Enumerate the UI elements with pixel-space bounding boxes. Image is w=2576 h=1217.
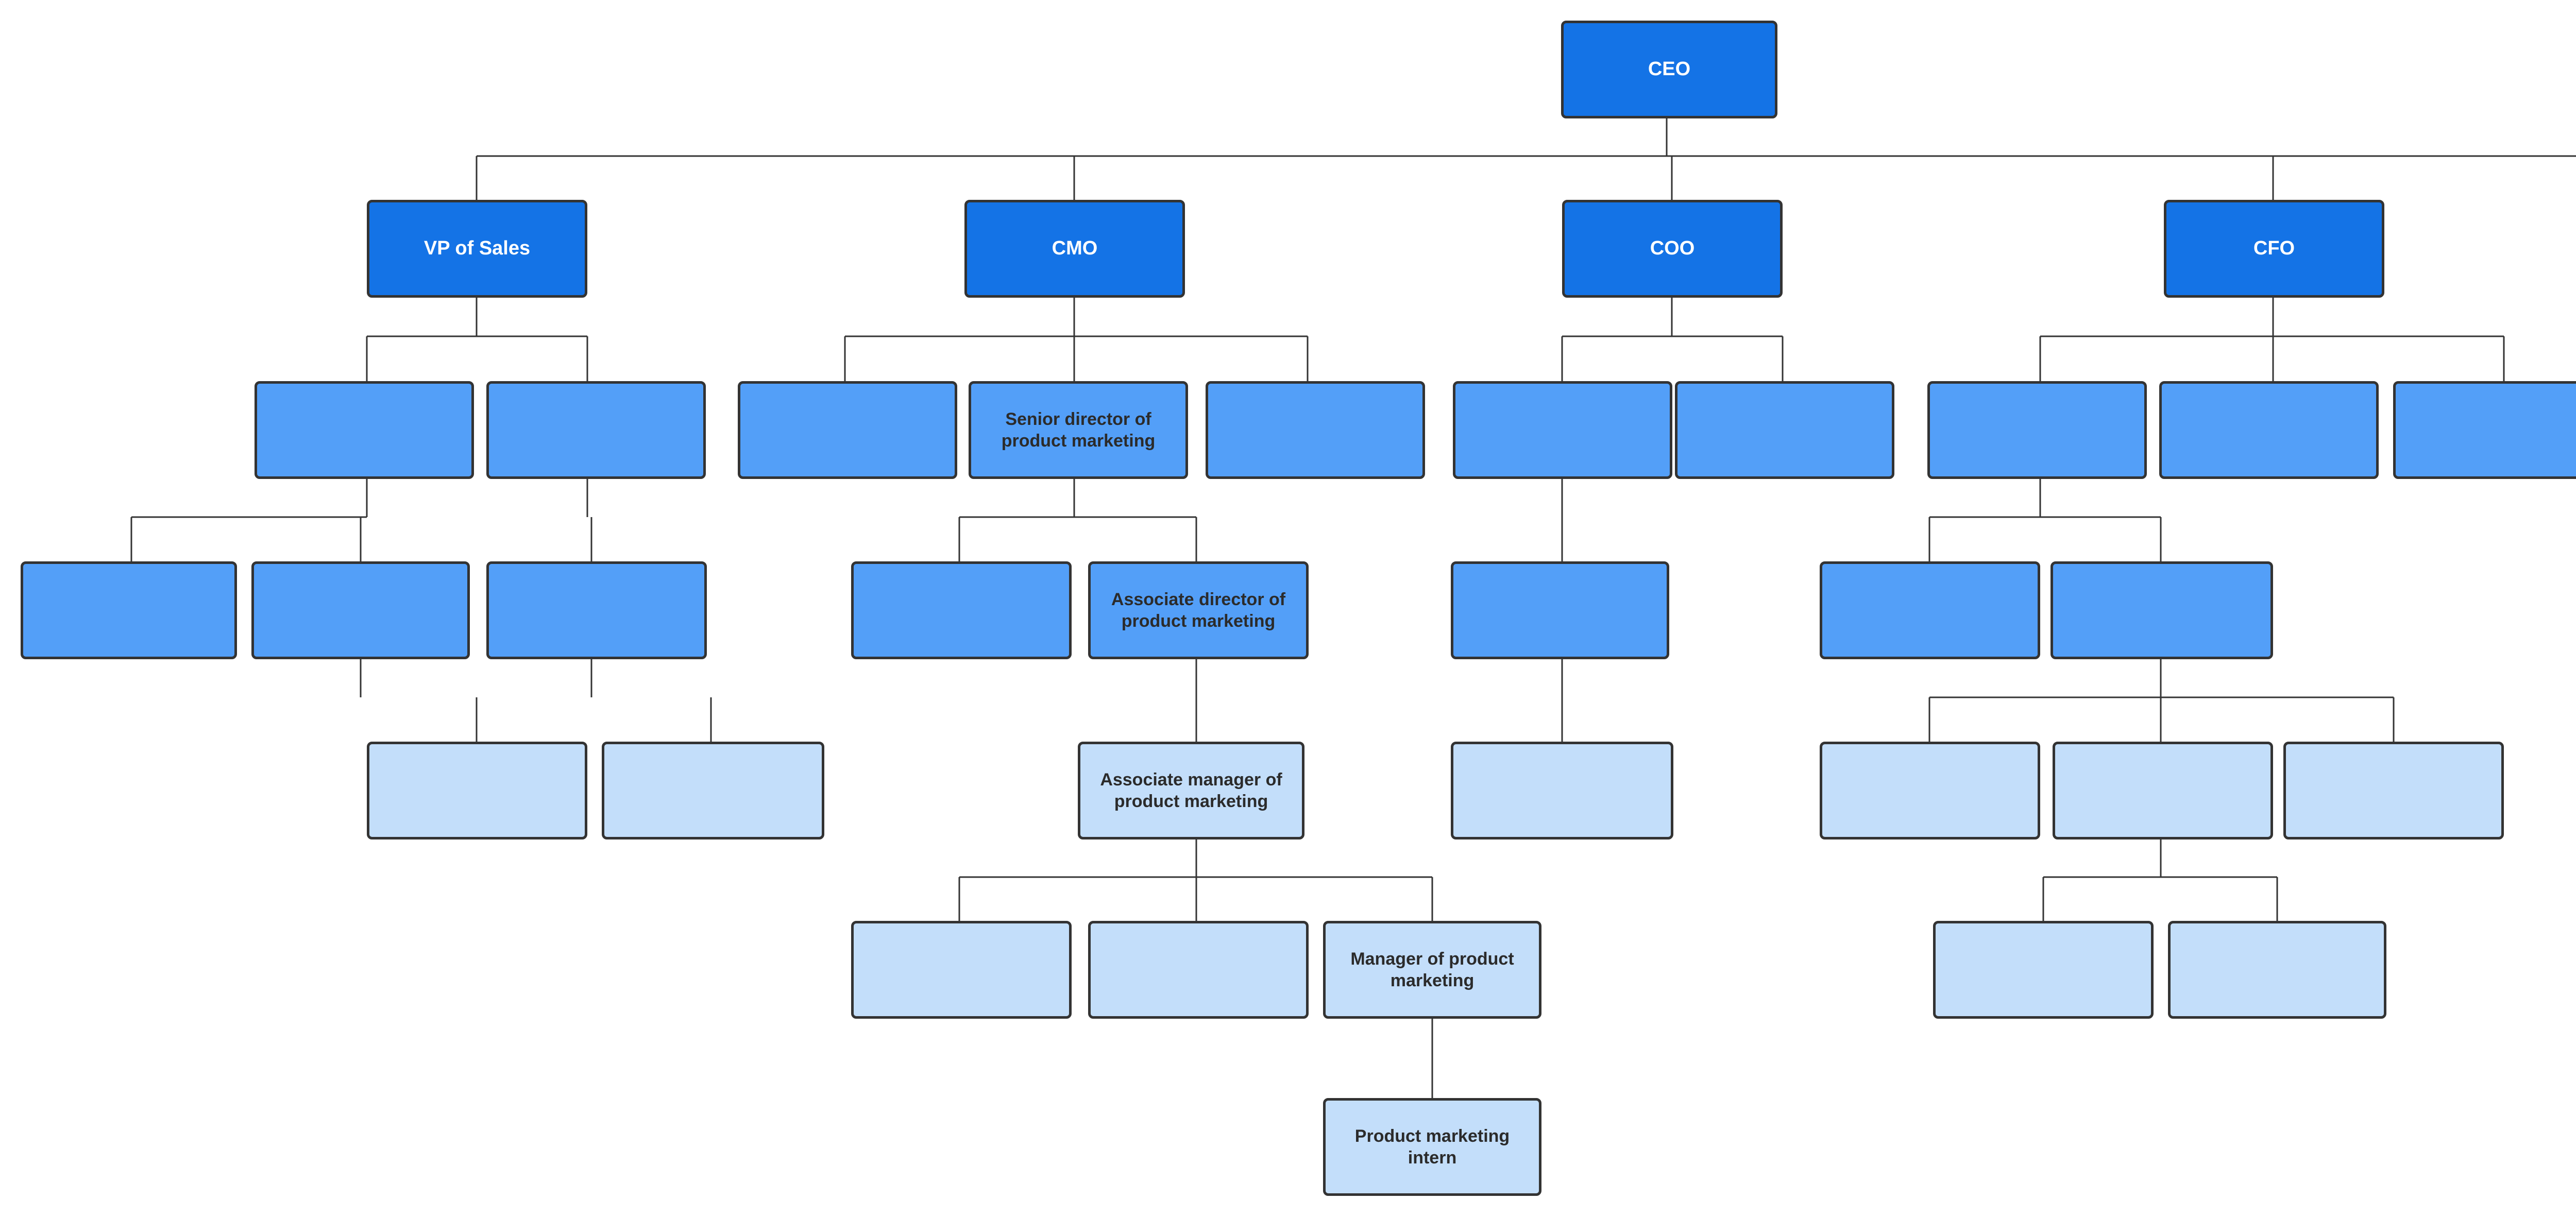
org-node-unlabeled-s5-2[interactable] — [602, 742, 824, 839]
org-node-m5-1[interactable]: Associate manager of product marketing — [1078, 742, 1304, 839]
org-node-label: VP of Sales — [423, 237, 531, 260]
org-node-label: CEO — [1648, 58, 1691, 80]
org-node-unlabeled-f4-2[interactable] — [2050, 561, 2273, 659]
org-node-unlabeled-s4-1[interactable] — [21, 561, 237, 659]
org-node-unlabeled-m6-1[interactable] — [851, 921, 1072, 1019]
org-node-unlabeled-m3-3[interactable] — [1206, 381, 1425, 479]
org-node-unlabeled-s4-3[interactable] — [486, 561, 707, 659]
org-node-unlabeled-f6-1[interactable] — [1933, 921, 2154, 1019]
org-node-unlabeled-f5-2[interactable] — [2053, 742, 2273, 839]
org-node-cmo[interactable]: CMO — [964, 200, 1185, 298]
org-node-unlabeled-f5-3[interactable] — [2283, 742, 2504, 839]
org-node-unlabeled-f3-3[interactable] — [2393, 381, 2576, 479]
org-node-unlabeled-f5-1[interactable] — [1820, 742, 2040, 839]
org-node-coo[interactable]: COO — [1562, 200, 1783, 298]
org-node-unlabeled-o4-1[interactable] — [1451, 561, 1669, 659]
org-node-label: COO — [1650, 237, 1695, 260]
org-node-label: Senior director of product marketing — [1001, 409, 1156, 451]
org-node-unlabeled-f6-2[interactable] — [2168, 921, 2386, 1019]
org-node-label: Associate manager of product marketing — [1100, 769, 1282, 812]
org-node-vp-sales[interactable]: VP of Sales — [367, 200, 587, 298]
org-node-unlabeled-o3-1[interactable] — [1453, 381, 1672, 479]
org-node-label: Product marketing intern — [1354, 1126, 1510, 1168]
org-node-unlabeled-m4-1[interactable] — [851, 561, 1072, 659]
org-node-unlabeled-s4-2[interactable] — [251, 561, 470, 659]
org-node-unlabeled-o3-2[interactable] — [1675, 381, 1894, 479]
org-node-label: Manager of product marketing — [1350, 949, 1514, 991]
org-node-unlabeled-f3-2[interactable] — [2159, 381, 2379, 479]
org-node-label: CFO — [2253, 237, 2295, 260]
org-node-unlabeled-f3-1[interactable] — [1927, 381, 2147, 479]
org-node-unlabeled-o5-1[interactable] — [1451, 742, 1673, 839]
org-node-m6-3[interactable]: Manager of product marketing — [1323, 921, 1541, 1019]
org-node-unlabeled-m3-1[interactable] — [738, 381, 957, 479]
org-node-unlabeled-m6-2[interactable] — [1088, 921, 1309, 1019]
org-node-label: Associate director of product marketing — [1111, 589, 1286, 631]
org-node-unlabeled-f4-1[interactable] — [1820, 561, 2040, 659]
org-node-unlabeled-s5-1[interactable] — [367, 742, 587, 839]
org-node-m7-1[interactable]: Product marketing intern — [1323, 1098, 1541, 1196]
org-node-unlabeled-s3-1[interactable] — [255, 381, 474, 479]
org-node-unlabeled-s3-2[interactable] — [486, 381, 706, 479]
org-node-label: CMO — [1052, 237, 1098, 260]
org-node-m3-2[interactable]: Senior director of product marketing — [969, 381, 1188, 479]
org-node-cfo[interactable]: CFO — [2164, 200, 2384, 298]
org-node-m4-2[interactable]: Associate director of product marketing — [1088, 561, 1309, 659]
org-node-ceo[interactable]: CEO — [1561, 21, 1777, 118]
